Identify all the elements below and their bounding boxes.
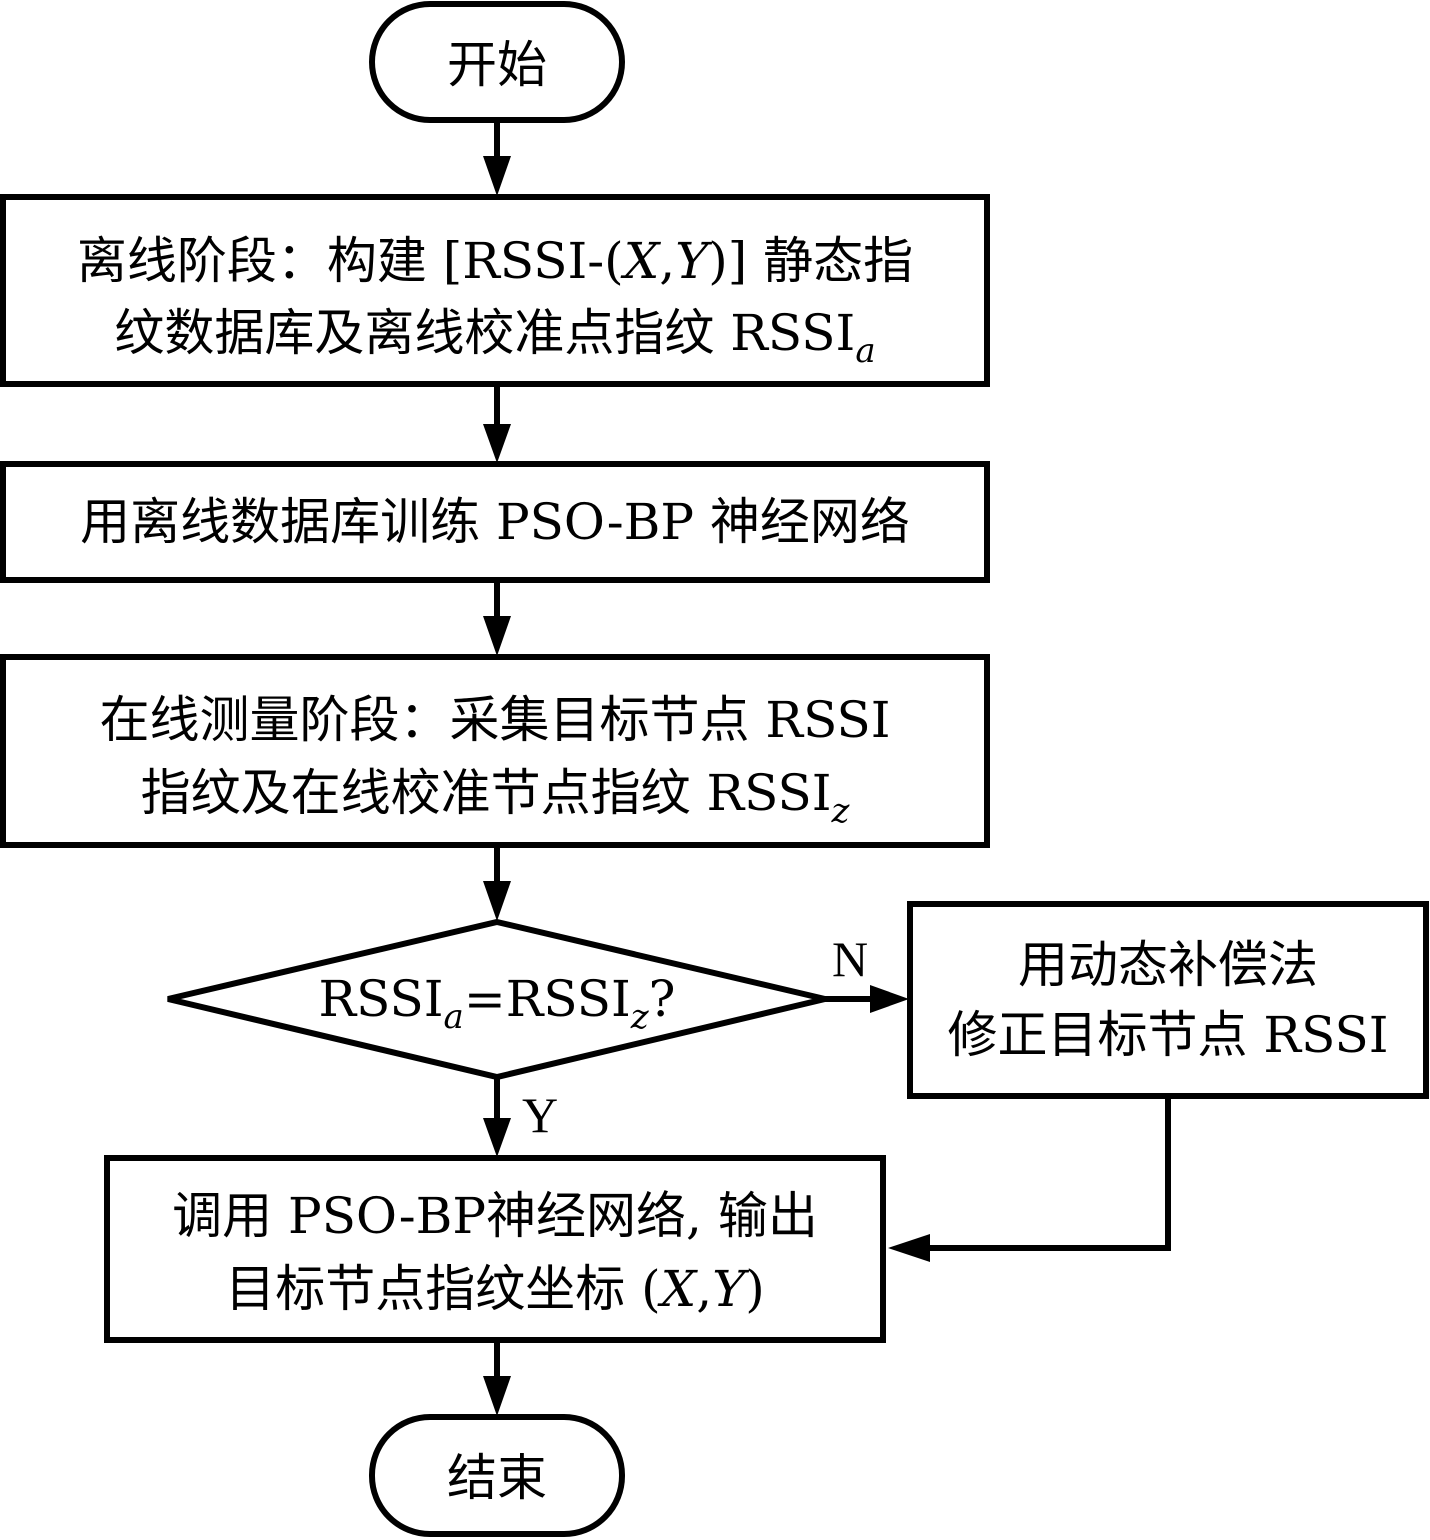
decision-condition: RSSIa=RSSIz? xyxy=(319,970,676,1037)
compensation-box xyxy=(907,901,1429,1099)
output-coordinates-box xyxy=(104,1155,886,1343)
output-coordinates-line1: 调用 PSO-BP神经网络, 输出 xyxy=(172,1187,818,1245)
arrowhead-icon xyxy=(483,424,511,463)
arrowhead-icon xyxy=(483,616,511,656)
compensation-line2: 修正目标节点 RSSI xyxy=(948,1006,1389,1064)
offline-phase-line1: 离线阶段：构建 [RSSI-(X,Y)] 静态指 xyxy=(77,232,913,290)
start-label: 开始 xyxy=(447,36,547,94)
online-phase-line1: 在线测量阶段：采集目标节点 RSSI xyxy=(100,691,891,749)
end-label: 结束 xyxy=(447,1449,547,1507)
output-coordinates-line2: 目标节点指纹坐标 (X,Y) xyxy=(225,1260,764,1318)
arrowhead-icon xyxy=(483,1376,511,1416)
compensation-line1: 用动态补偿法 xyxy=(1018,936,1318,994)
connector-compensation-step4 xyxy=(925,1096,1171,1251)
yes-label: Y xyxy=(522,1087,558,1143)
arrowhead-icon xyxy=(483,1118,511,1157)
offline-phase-box xyxy=(0,194,990,387)
arrowhead-icon xyxy=(888,1234,930,1262)
arrowhead-icon xyxy=(870,985,909,1013)
arrowhead-icon xyxy=(483,156,511,196)
online-phase-line2: 指纹及在线校准节点指纹 RSSIz xyxy=(141,764,851,831)
no-label: N xyxy=(832,931,868,987)
offline-phase-line2: 纹数据库及离线校准点指纹 RSSIa xyxy=(114,304,875,371)
end-terminal xyxy=(369,1414,625,1537)
train-network-label: 用离线数据库训练 PSO-BP 神经网络 xyxy=(80,493,910,551)
arrowhead-icon xyxy=(483,881,511,921)
online-phase-box xyxy=(0,654,990,848)
